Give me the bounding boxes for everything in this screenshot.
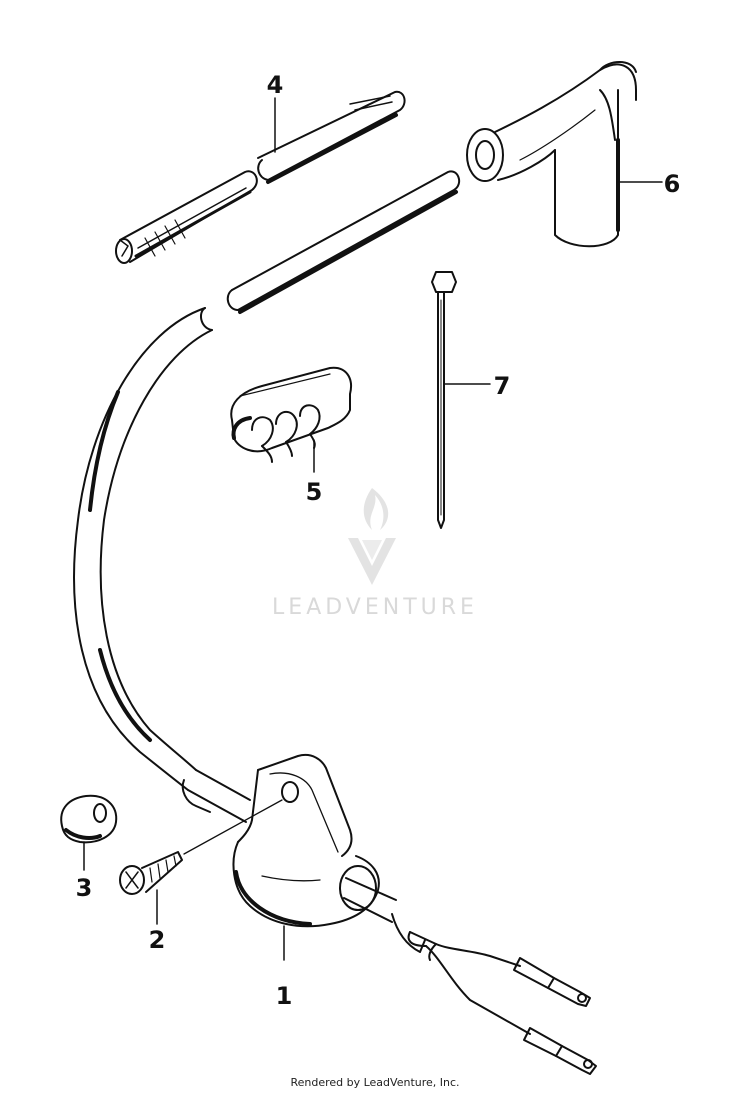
coil-wire-leads (407, 931, 597, 1075)
screw (119, 799, 283, 895)
watermark-text: LEADVENTURE (272, 595, 478, 620)
callout-part-2: 2 (149, 926, 166, 954)
high-tension-lead (226, 170, 461, 314)
tube-sleeve-upper (257, 90, 406, 184)
cable-tie (431, 271, 457, 529)
callout-part-4: 4 (267, 71, 284, 99)
callout-part-7: 7 (494, 372, 511, 400)
cap-boot (60, 794, 118, 844)
callout-part-3: 3 (76, 874, 93, 902)
tube-sleeve-lower (115, 170, 258, 264)
callout-part-6: 6 (664, 170, 681, 198)
callout-part-5: 5 (306, 478, 323, 506)
coil-lead (73, 307, 251, 823)
callout-part-1: 1 (276, 982, 293, 1010)
spark-plug-cap (466, 61, 637, 248)
wire-clamp (230, 366, 352, 463)
ignition-coil (232, 754, 426, 953)
leadventure-logo-icon (348, 488, 396, 585)
callout-labels: 4 6 7 5 3 2 1 (76, 71, 681, 1010)
footer-credit: Rendered by LeadVenture, Inc. (290, 1076, 460, 1089)
watermark: LEADVENTURE (272, 488, 478, 620)
